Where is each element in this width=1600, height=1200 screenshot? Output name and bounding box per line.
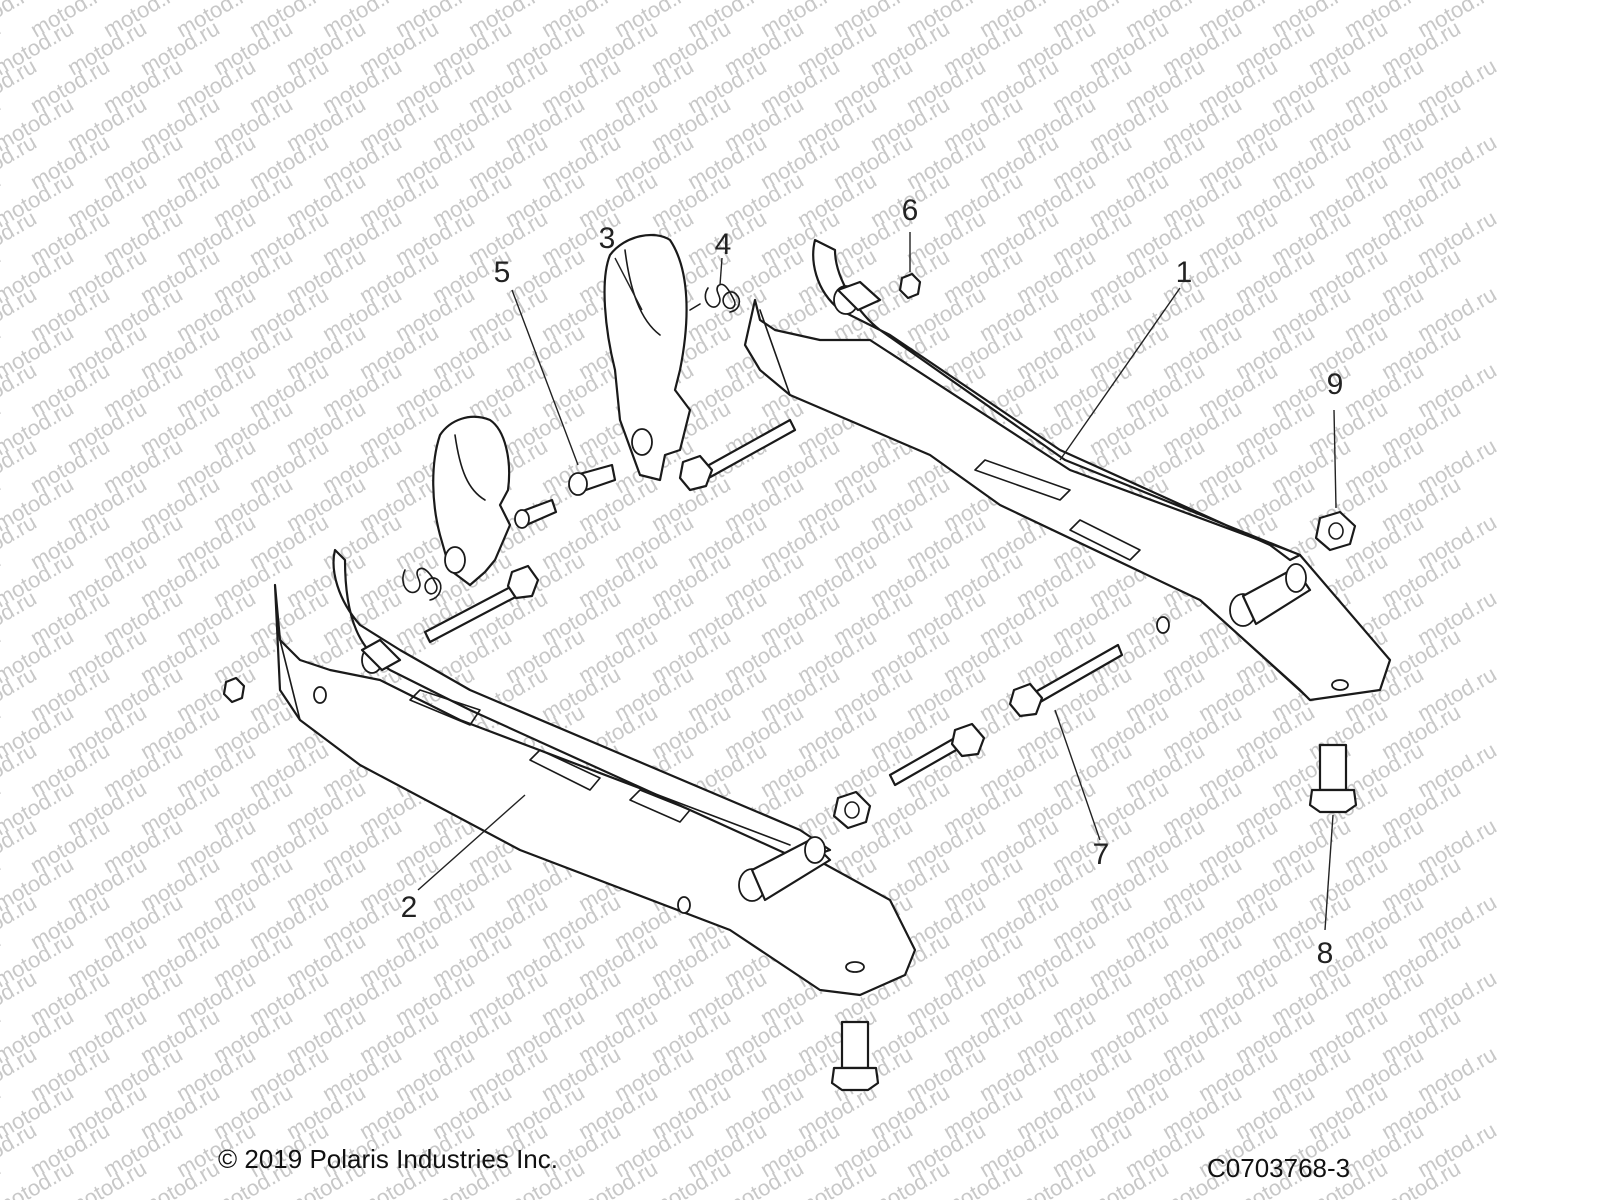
callout-2: 2 [400,891,418,924]
seat-rail-left [273,548,917,997]
callout-7: 7 [1092,838,1110,871]
vertical-bolt-8 [1308,743,1358,814]
pivot-bolt-left [514,498,558,529]
long-bolt-lower [888,722,986,787]
flange-nut-9 [1314,510,1357,552]
latch-left [432,415,512,587]
pivot-bolt-right [568,463,617,496]
callout-5: 5 [493,256,511,289]
nut-left [222,676,246,704]
spring-right [689,283,741,313]
long-bolt-left [423,564,540,644]
callout-4: 4 [714,228,732,261]
flange-nut-lower [832,790,872,830]
callout-3: 3 [598,222,616,255]
nut-6 [898,272,922,300]
drawing-number: C0703768-3 [1207,1153,1351,1183]
latch-right [603,233,692,482]
vertical-bolt-lower [830,1020,880,1092]
seat-rail-right [743,238,1392,702]
spring-left [402,567,442,601]
callout-1: 1 [1175,256,1193,289]
long-bolt-upper [678,418,797,492]
long-bolt-7 [1008,643,1124,718]
callout-8: 8 [1316,937,1334,970]
copyright-text: © 2019 Polaris Industries Inc. [218,1144,558,1174]
callout-6: 6 [901,194,919,227]
callout-9: 9 [1326,368,1344,401]
